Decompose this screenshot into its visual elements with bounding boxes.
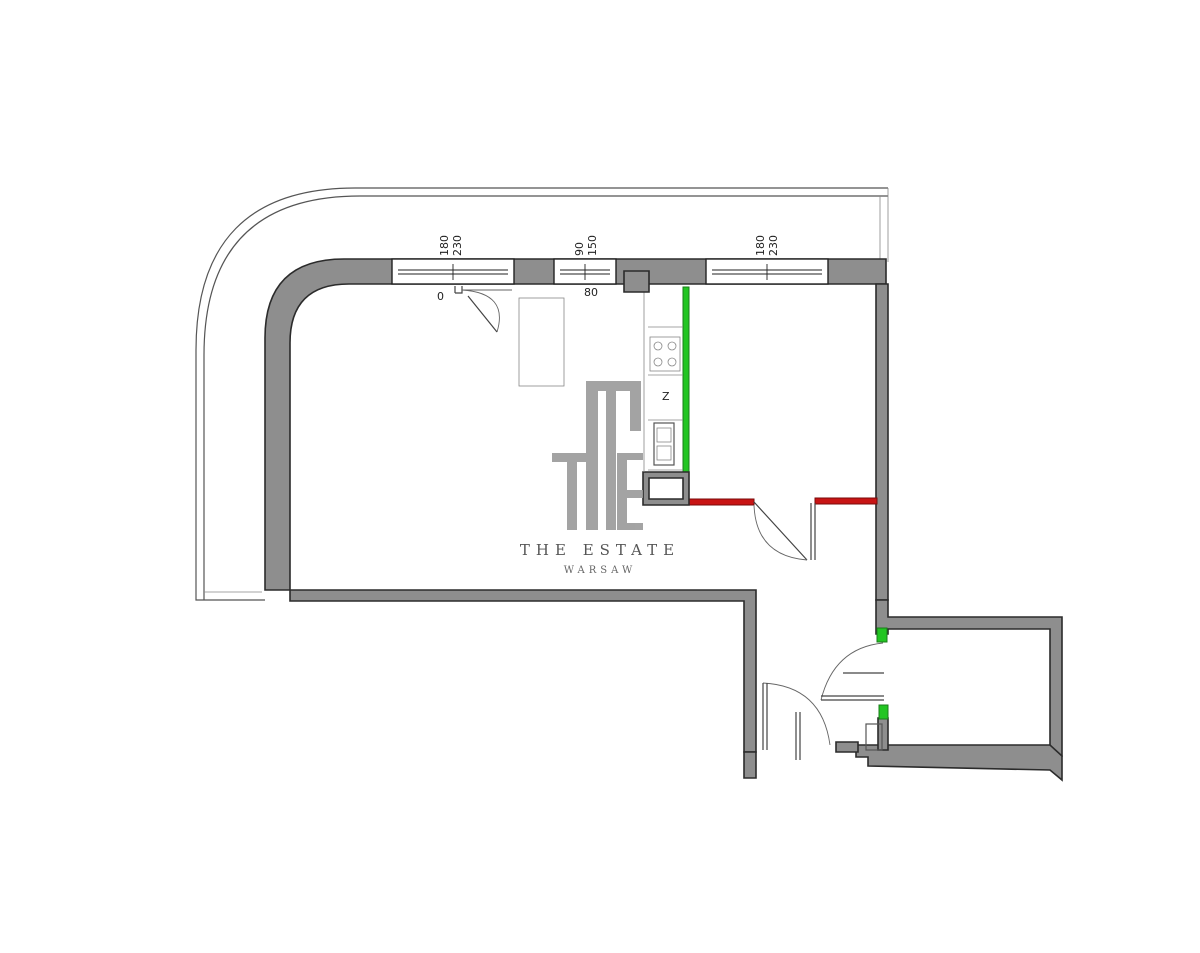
dining-table	[518, 297, 565, 387]
window-1-width-label: 180	[438, 235, 451, 256]
window-2-width-label: 90	[573, 242, 586, 256]
cooktop-icon	[649, 336, 681, 372]
window-3	[705, 258, 829, 285]
sink-icon	[653, 422, 675, 466]
removed-wall-right	[814, 497, 878, 505]
window-2-sill-label: 80	[584, 286, 598, 299]
kitchen-counter	[623, 270, 690, 506]
new-wall-kitchen	[682, 286, 690, 474]
window-1	[391, 258, 515, 285]
corridor-left-wall-end	[743, 751, 757, 779]
brand-city: WARSAW	[564, 565, 636, 576]
exterior-wall	[264, 258, 887, 591]
window-3-height-label: 230	[767, 235, 780, 256]
new-wall-bathroom-top	[876, 627, 888, 643]
room-door-swing	[753, 501, 816, 561]
bathroom-bottom-wall	[855, 744, 1063, 782]
balcony-outline	[195, 187, 889, 601]
shaft	[865, 723, 883, 751]
bathroom-wall-stub	[835, 741, 859, 753]
window-1-height-label: 230	[451, 235, 464, 256]
window-3-width-label: 180	[754, 235, 767, 256]
bathroom-door-swing	[820, 642, 884, 701]
entrance-door-swing	[762, 682, 831, 760]
bathroom-walls	[875, 599, 1063, 757]
brand-name: THE ESTATE	[520, 541, 680, 559]
brand-logo	[552, 381, 643, 530]
window-2-height-label: 150	[586, 235, 599, 256]
bathroom-left-wall-lower	[877, 717, 889, 751]
window-2	[553, 258, 617, 285]
right-wall	[875, 283, 889, 601]
fridge-label: Z	[662, 390, 670, 403]
living-room-bottom-wall	[289, 589, 757, 753]
door-swing-icon	[454, 286, 512, 333]
removed-wall-left	[688, 498, 755, 506]
new-wall-bathroom-mid	[878, 704, 889, 720]
window-1-sill-label: 0	[437, 290, 444, 303]
